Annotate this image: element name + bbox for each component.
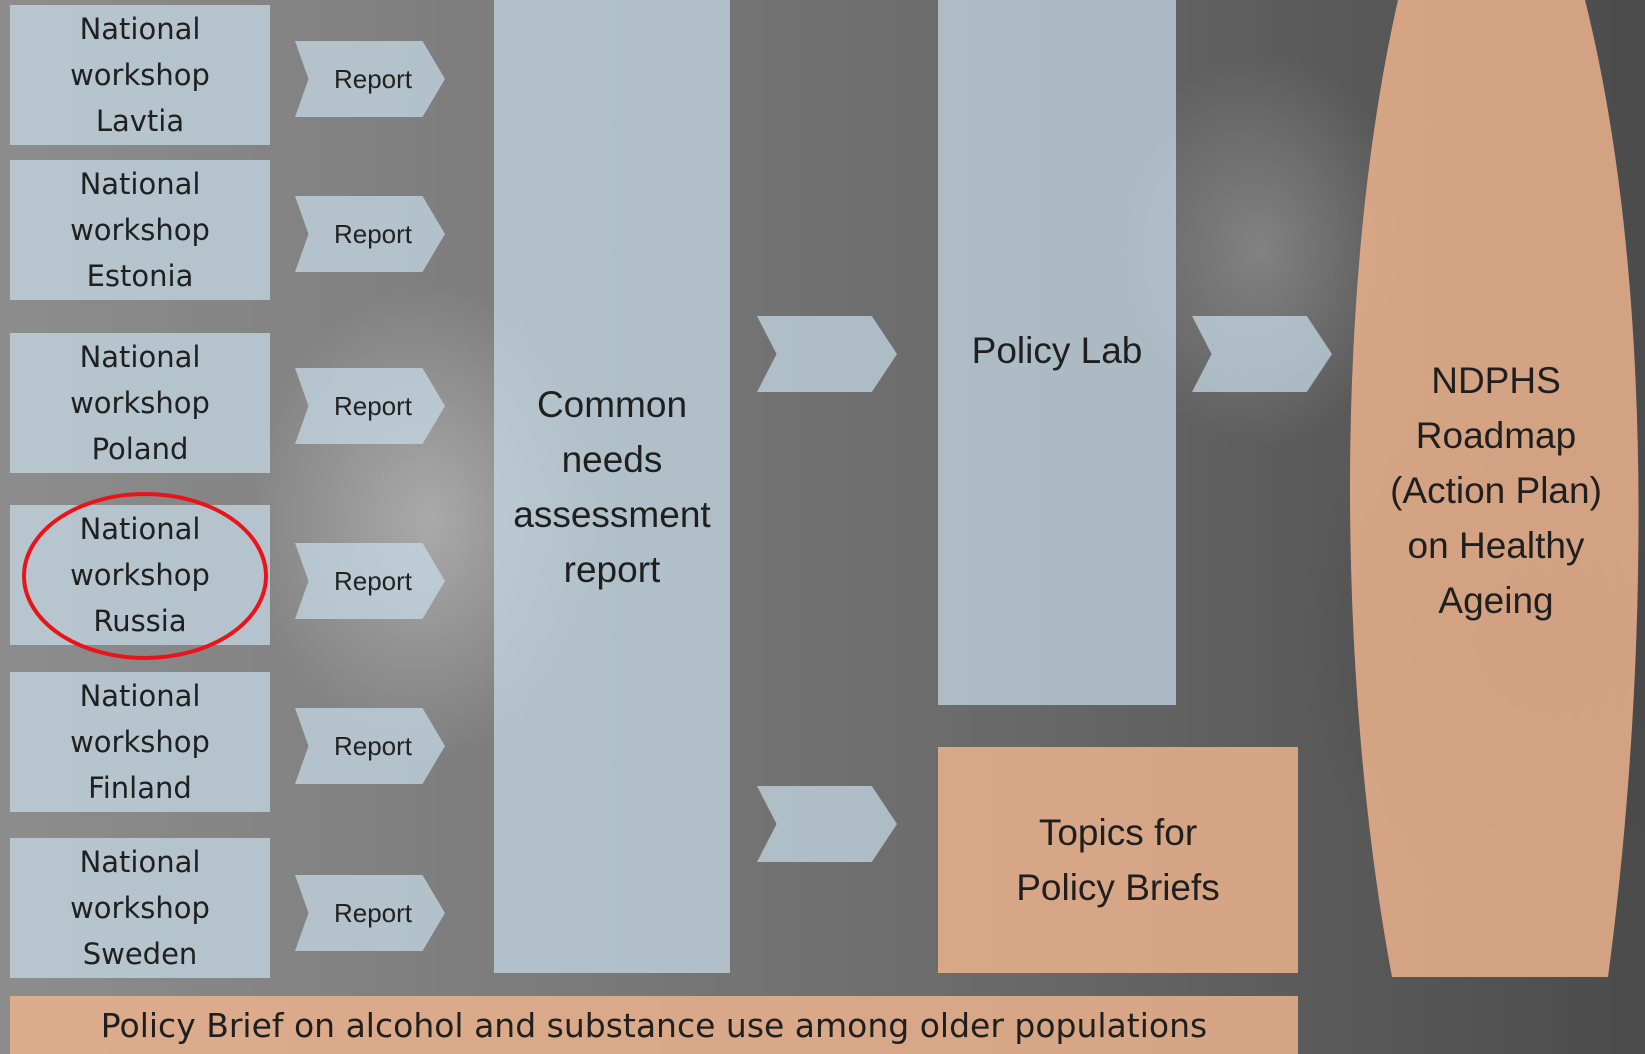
workshop-line-1: National [79,679,201,713]
roadmap-line-4: on Healthy [1407,524,1585,566]
workshop-box-russia: National workshop Russia [10,505,270,645]
report-arrow: Report [295,708,445,784]
roadmap-leaf [1349,0,1639,977]
workshop-box-latvia: National workshop Lavtia [10,5,270,145]
roadmap-label: NDPHS Roadmap (Action Plan) on Healthy A… [1360,350,1632,630]
workshop-country: Russia [93,604,187,638]
policy-lab-label: Policy Lab [971,330,1143,371]
workshop-box-finland: National workshop Finland [10,672,270,812]
workshop-line-2: workshop [70,725,210,759]
workshop-line-1: National [79,340,201,374]
workshop-line-2: workshop [70,891,210,925]
workshop-line-1: National [79,167,201,201]
workshop-box-poland: National workshop Poland [10,333,270,473]
report-arrow: Report [295,196,445,272]
workshop-country: Sweden [82,937,198,971]
roadmap-line-5: Ageing [1438,579,1554,621]
workshop-line-1: National [79,845,201,879]
report-arrow: Report [295,41,445,117]
workshop-country: Estonia [86,259,194,293]
workshop-country: Finland [88,771,192,805]
report-label: Report [333,390,413,421]
workshop-box-estonia: National workshop Estonia [10,160,270,300]
workshop-country: Poland [91,432,189,466]
workshop-country: Lavtia [95,104,185,138]
report-label: Report [333,730,413,761]
workshop-line-2: workshop [70,213,210,247]
policy-brief-banner: Policy Brief on alcohol and substance us… [10,996,1298,1054]
common-report-line-3: assessment [513,493,711,535]
topics-for-policy-briefs-box: Topics for Policy Briefs [938,747,1298,973]
topics-line-1: Topics for [1038,812,1198,853]
workshop-line-2: workshop [70,58,210,92]
workshop-box-sweden: National workshop Sweden [10,838,270,978]
report-label: Report [333,63,413,94]
report-arrow: Report [295,368,445,444]
workshop-line-1: National [79,12,201,46]
common-needs-assessment-box: Common needs assessment report [494,0,730,973]
report-label: Report [333,218,413,249]
roadmap-line-3: (Action Plan) [1390,469,1602,511]
report-arrow: Report [295,543,445,619]
common-report-line-4: report [563,548,661,590]
common-report-line-1: Common [536,383,688,425]
workshop-line-1: National [79,512,201,546]
highlight-ellipse [22,492,268,660]
policy-brief-title: Policy Brief on alcohol and substance us… [100,1005,1208,1045]
topics-line-2: Policy Briefs [1016,867,1220,908]
roadmap-line-1: NDPHS [1431,359,1561,401]
common-report-line-2: needs [561,438,663,480]
workshop-line-2: workshop [70,386,210,420]
chevron-arrow-to-policy-lab [757,316,897,392]
report-label: Report [333,897,413,928]
workshop-line-2: workshop [70,558,210,592]
report-label: Report [333,565,413,596]
chevron-arrow-to-topics [757,786,897,862]
chevron-arrow-to-roadmap [1192,316,1332,392]
policy-lab-box: Policy Lab [938,0,1176,705]
roadmap-line-2: Roadmap [1415,414,1577,456]
report-arrow: Report [295,875,445,951]
